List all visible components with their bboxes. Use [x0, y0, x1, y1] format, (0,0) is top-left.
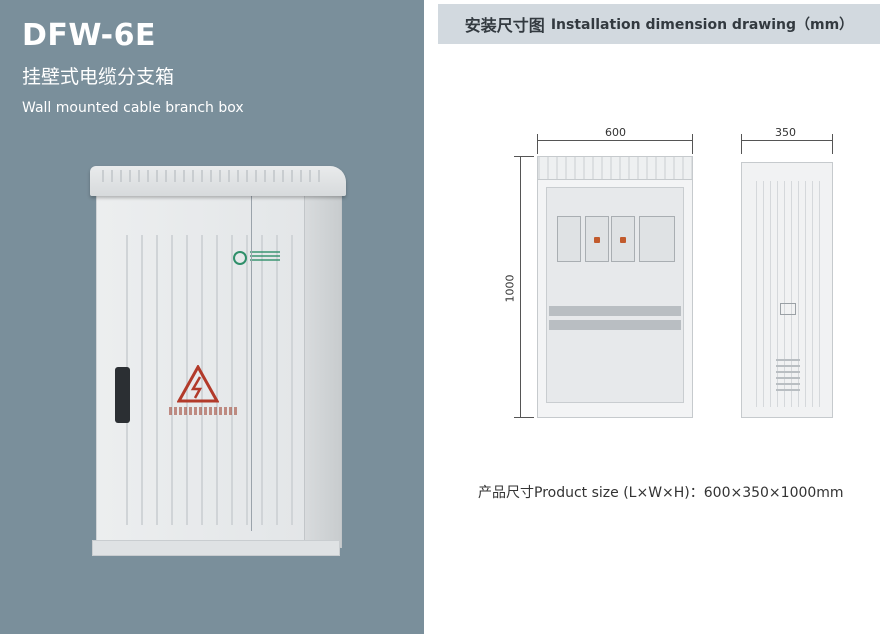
product-name-cn: 挂壁式电缆分支箱: [22, 66, 175, 88]
height-tick-bottom: [514, 417, 534, 418]
grid-logo-icon: [233, 251, 247, 265]
side-slot: [780, 303, 796, 315]
product-panel: DFW-6E 挂壁式电缆分支箱 Wall mounted cable branc…: [0, 0, 424, 634]
cabinet-side: [304, 194, 342, 548]
cabinet-base: [92, 540, 340, 556]
width-tick-right: [692, 134, 693, 154]
width-tick-left: [537, 134, 538, 154]
front-lid: [537, 156, 693, 180]
width-label: 600: [605, 126, 626, 139]
door-ribs: [113, 235, 293, 525]
product-model: DFW-6E: [22, 18, 156, 53]
cabinet-door: [96, 194, 306, 548]
depth-label: 350: [775, 126, 796, 139]
drawing-header: 安装尺寸图 Installation dimension drawing（mm）: [438, 4, 880, 44]
depth-tick-left: [741, 134, 742, 154]
side-vent: [776, 359, 800, 395]
breaker-2-indicator: [594, 237, 600, 243]
height-dimension-line: [520, 156, 521, 418]
drawing-header-cn: 安装尺寸图: [464, 16, 545, 35]
breaker-1: [557, 216, 581, 262]
cabinet-photo: [90, 166, 346, 556]
depth-tick-right: [832, 134, 833, 154]
mounting-rail-1: [549, 306, 681, 316]
product-name-en: Wall mounted cable branch box: [22, 100, 244, 116]
breaker-3-indicator: [620, 237, 626, 243]
front-interior: [546, 187, 684, 403]
high-voltage-warning-icon: [177, 365, 219, 403]
lid-ribs: [102, 170, 327, 182]
breaker-2: [585, 216, 609, 262]
breaker-3: [611, 216, 635, 262]
grid-logo-text: [250, 251, 280, 263]
front-view-drawing: [537, 156, 693, 418]
width-dimension-line: [537, 140, 693, 141]
warning-label-text: [169, 407, 239, 415]
side-view-drawing: [741, 162, 833, 418]
door-handle: [115, 367, 130, 423]
drawing-header-en: Installation dimension drawing（mm）: [550, 17, 854, 33]
product-size-text: 产品尺寸Product size (L×W×H)：600×350×1000mm: [478, 485, 844, 501]
depth-dimension-line: [741, 140, 833, 141]
mounting-rail-2: [549, 320, 681, 330]
breaker-4: [639, 216, 675, 262]
height-tick-top: [514, 156, 534, 157]
cabinet-lid: [90, 166, 346, 196]
height-label: 1000: [503, 274, 517, 303]
door-seam: [251, 195, 252, 531]
